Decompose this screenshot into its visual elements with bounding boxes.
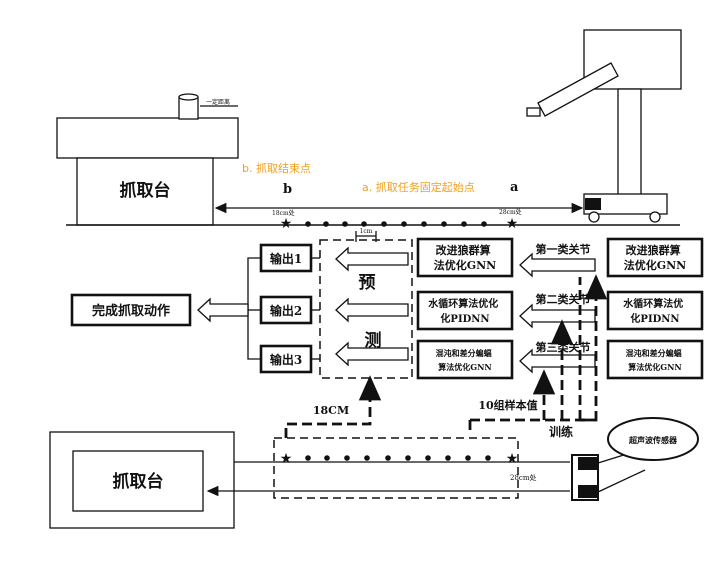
- predict-arrow-1: [336, 248, 408, 270]
- bottom-scene: 抓取台 ★ ★ 28cm处 超声波传感器: [50, 418, 698, 528]
- star-point-b: ★: [280, 216, 293, 232]
- sensor-label: 超声波传感器: [628, 435, 678, 445]
- ultrasonic-sensor-icon: [572, 418, 698, 500]
- bottom-station-label: 抓取台: [113, 471, 164, 492]
- right-algo-3-line-2: 算法优化GNN: [628, 362, 681, 372]
- mid-algo-3-line-1: 混沌和差分蝙蝠: [436, 348, 492, 358]
- mid-algo-1-line-1: 改进狼群算: [436, 243, 491, 257]
- star-point-a: ★: [506, 216, 519, 232]
- top-dist-28: 28cm处: [499, 208, 522, 216]
- bottom-star-1: ★: [280, 451, 293, 467]
- mid-algo-box-3: [418, 341, 512, 378]
- joint-class-2: 第二类关节: [536, 292, 591, 306]
- robot-arm-icon: [527, 30, 681, 222]
- right-algo-box-3: [608, 341, 702, 378]
- mid-algo-2-line-1: 水循环算法优化: [427, 297, 498, 310]
- predict-arrow-2: [336, 299, 408, 321]
- bottle-icon: [179, 94, 198, 119]
- middle-section: 1cm 预 测 输出1 输出2 输出3 完成抓取动作 改进狼群算 法优化GNN: [72, 228, 702, 439]
- joint-class-1: 第一类关节: [536, 242, 591, 256]
- right-algo-2-line-2: 化PIDNN: [630, 312, 679, 325]
- right-algo-1-line-1: 改进狼群算: [626, 243, 681, 257]
- bottom-dist-28: 28cm处: [510, 473, 536, 482]
- end-point-label: b. 抓取结束点: [242, 161, 311, 175]
- top-sample-dots: [305, 221, 487, 227]
- top-station-label: 抓取台: [120, 180, 171, 201]
- train-label: 训练: [549, 424, 573, 439]
- bottom-star-2: ★: [506, 451, 519, 467]
- point-b-letter: b: [283, 182, 292, 197]
- right-algo-2-line-1: 水循环算法优: [622, 297, 683, 310]
- complete-arrow: [198, 299, 248, 321]
- samples-label: 10组样本值: [478, 398, 537, 412]
- bottle-distance-note: 一定距离: [206, 98, 230, 106]
- bottom-sample-dots: [305, 455, 491, 461]
- output-label-3: 输出3: [270, 352, 302, 367]
- output-bracket: [248, 258, 261, 359]
- joint-arrow-1: [520, 254, 595, 276]
- right-algo-1-line-2: 法优化GNN: [624, 258, 687, 272]
- mid-algo-3-line-2: 算法优化GNN: [438, 362, 491, 372]
- one-cm-label: 1cm: [360, 228, 373, 235]
- sample-zone: [274, 438, 518, 498]
- top-table-surface: [57, 118, 238, 158]
- predict-label-1: 预: [359, 273, 376, 293]
- mid-algo-2-line-2: 化PIDNN: [440, 312, 489, 325]
- complete-action-label: 完成抓取动作: [92, 303, 170, 319]
- right-algo-3-line-1: 混沌和差分蝙蝠: [626, 348, 682, 358]
- point-a-letter: a: [510, 180, 519, 195]
- top-scene: 抓取台 一定距离 b. 抓取结束点 a. 抓取任务固定起始点 b a 18cm处…: [57, 30, 681, 232]
- mid-algo-1-line-2: 法优化GNN: [434, 258, 497, 272]
- label-18cm: 18CM: [313, 404, 349, 417]
- output-label-1: 输出1: [270, 251, 302, 266]
- start-point-label: a. 抓取任务固定起始点: [362, 180, 475, 194]
- output-label-2: 输出2: [270, 303, 302, 318]
- joint-arrow-2: [520, 305, 595, 327]
